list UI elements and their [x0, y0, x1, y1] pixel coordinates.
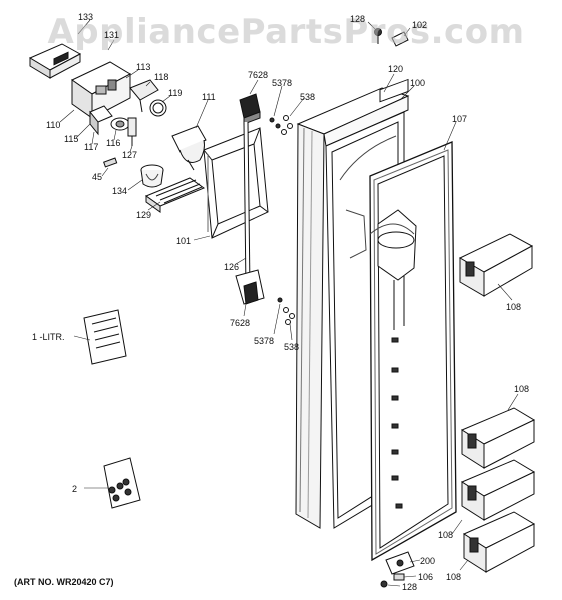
callout-111: 111: [202, 92, 216, 102]
callout-5378-top: 5378: [272, 78, 293, 88]
callout-133: 133: [78, 12, 94, 22]
bracket-7628-bottom: [235, 269, 265, 305]
grille-129: [144, 177, 206, 213]
callout-131: 131: [104, 30, 120, 40]
callout-134: 134: [112, 186, 128, 196]
callout-119: 119: [168, 88, 183, 98]
callout-129: 129: [136, 210, 152, 220]
callout-100: 100: [410, 78, 426, 88]
small-part-118: [129, 79, 159, 113]
bin-108-top: [458, 233, 534, 297]
bushing-106: [393, 573, 405, 581]
callout-126: 126: [224, 262, 240, 272]
switch-115: [89, 105, 113, 136]
callout-110: 110: [46, 120, 61, 130]
control-board-133: [28, 43, 82, 79]
callout-45: 45: [92, 172, 103, 182]
screw-128-top: [374, 28, 382, 44]
callout-127: 127: [122, 150, 138, 160]
callout-106: 106: [418, 572, 434, 582]
bin-108-a: [460, 407, 536, 469]
funnel-111: [171, 125, 207, 171]
screws-bottom: [277, 297, 295, 325]
callout-118: 118: [154, 72, 169, 82]
ice-chute: [369, 209, 417, 330]
recess-frame-101: [203, 127, 269, 239]
callout-200: 200: [420, 556, 436, 566]
clip-102: [391, 31, 409, 47]
callout-128-top: 128: [350, 14, 366, 24]
callout-7628-top: 7628: [248, 70, 269, 80]
callout-108-lower: 108: [438, 530, 454, 540]
actuator-127: [127, 117, 137, 146]
tube-126: [243, 121, 251, 291]
screw-45: [103, 157, 118, 168]
solenoid-116: [110, 117, 130, 131]
leader-lines: [59, 19, 519, 587]
callout-102: 102: [412, 20, 428, 30]
callout-120: 120: [388, 64, 404, 74]
parts-bag: [103, 457, 141, 509]
door-outer-100: [295, 78, 410, 529]
callout-538-bottom: 538: [284, 342, 300, 352]
callout-108-mid: 108: [514, 384, 530, 394]
callout-117: 117: [84, 142, 99, 152]
spring-119: [149, 99, 167, 117]
art-number: (ART NO. WR20420 C7): [14, 577, 114, 587]
callout-113: 113: [136, 62, 151, 72]
callout-5378-bottom: 5378: [254, 336, 275, 346]
callout-108-top: 108: [506, 302, 522, 312]
bin-108-b: [460, 459, 536, 521]
callout-7628-bottom: 7628: [230, 318, 251, 328]
screw-128-bottom: [380, 580, 388, 588]
gasket-107: [369, 141, 457, 562]
callout-101: 101: [176, 236, 192, 246]
callout-128-bottom: 128: [402, 582, 418, 592]
callout-115: 115: [64, 134, 79, 144]
callout-1-litr: 1 -LITR.: [32, 332, 65, 342]
bin-108-c: [462, 511, 536, 573]
hinge-200: [385, 551, 415, 575]
cup-134: [140, 164, 164, 188]
callout-2: 2: [72, 484, 78, 494]
callout-107: 107: [452, 114, 468, 124]
literature-booklet: [83, 309, 127, 365]
callout-116: 116: [106, 138, 121, 148]
callout-538-top: 538: [300, 92, 316, 102]
callout-108-bottom: 108: [446, 572, 462, 582]
shelf-clips: [391, 337, 403, 509]
screws-top: [269, 115, 293, 135]
bracket-7628-top: [239, 93, 261, 125]
